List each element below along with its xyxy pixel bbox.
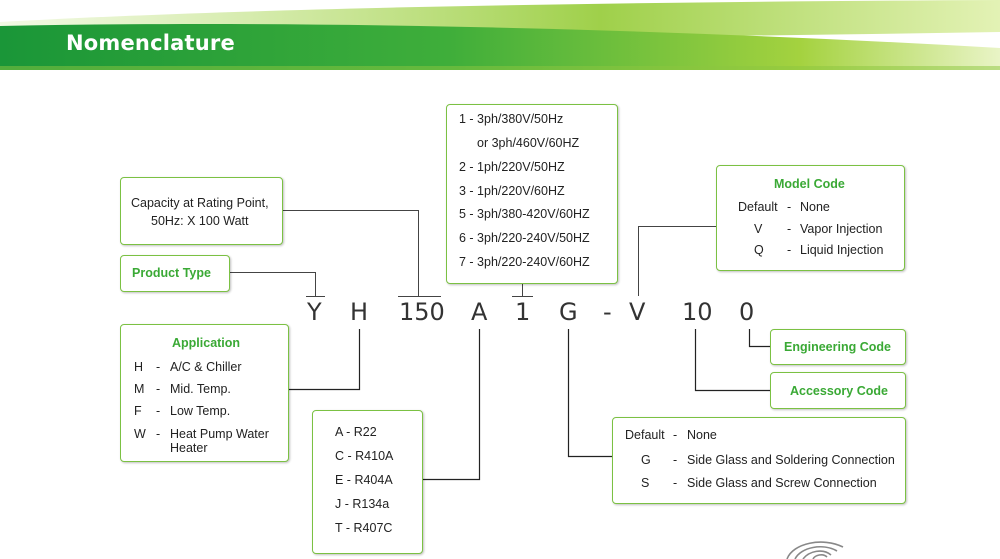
product-type-box: Product Type xyxy=(120,255,230,292)
application-item-code: H xyxy=(134,360,144,374)
voltage-item: 2 - 1ph/220V/50HZ xyxy=(459,160,565,174)
application-item-sep: - xyxy=(156,427,161,441)
refrigerant-item: J - R134a xyxy=(335,497,390,511)
code-char-h: H xyxy=(350,298,369,326)
engineering-code-box: Engineering Code xyxy=(770,329,906,365)
model-code-item-code: Q xyxy=(754,243,764,257)
model-code-item-code: V xyxy=(754,222,763,236)
refrigerant-item: A - R22 xyxy=(335,425,377,439)
application-item-code: M xyxy=(134,382,145,396)
application-item-code: W xyxy=(134,427,146,441)
connection-item-desc: Side Glass and Screw Connection xyxy=(687,476,877,490)
model-code-item-code: Default xyxy=(738,200,778,214)
application-item-sep: - xyxy=(156,382,161,396)
refrigerant-item: C - R410A xyxy=(335,449,394,463)
model-code-item-desc: Vapor Injection xyxy=(800,222,883,236)
application-item-desc: Low Temp. xyxy=(170,404,231,418)
application-title: Application xyxy=(172,336,241,350)
application-item-desc-cont: Heater xyxy=(170,441,208,455)
model-code-item-desc: Liquid Injection xyxy=(800,243,884,257)
code-char-0: 0 xyxy=(739,298,755,326)
voltage-item: 1 - 3ph/380V/50Hz xyxy=(459,112,564,126)
accessory-code-box: Accessory Code xyxy=(770,372,906,409)
code-char-dash: - xyxy=(603,298,612,326)
code-char-v: V xyxy=(629,298,646,326)
code-char-a: A xyxy=(471,298,488,326)
model-code-item-sep: - xyxy=(787,200,792,214)
application-item-sep: - xyxy=(156,404,161,418)
code-char-10: 10 xyxy=(682,298,713,326)
connection-box: Default - None G - Side Glass and Solder… xyxy=(612,417,906,504)
model-code-box: Model Code Default - None V - Vapor Inje… xyxy=(716,165,905,271)
brand-logo-icon xyxy=(786,541,844,559)
voltage-item: 5 - 3ph/380-420V/60HZ xyxy=(459,207,590,221)
application-item-desc: Heat Pump Water xyxy=(170,427,269,441)
application-item-sep: - xyxy=(156,360,161,374)
engineering-code-label: Engineering Code xyxy=(784,340,891,354)
model-code-title: Model Code xyxy=(774,177,845,191)
application-box: Application H - A/C & Chiller M - Mid. T… xyxy=(120,324,289,462)
connection-item-desc: Side Glass and Soldering Connection xyxy=(687,453,895,467)
capacity-line-1: Capacity at Rating Point, xyxy=(131,196,269,210)
voltage-item: 3 - 1ph/220V/60HZ xyxy=(459,184,565,198)
application-item-desc: Mid. Temp. xyxy=(170,382,231,396)
model-code-item-desc: None xyxy=(800,200,830,214)
model-code-item-sep: - xyxy=(787,222,792,236)
capacity-line-2: 50Hz: X 100 Watt xyxy=(151,214,249,228)
voltage-box: 1 - 3ph/380V/50Hz or 3ph/460V/60HZ 2 - 1… xyxy=(446,104,618,284)
voltage-item: 7 - 3ph/220-240V/60HZ xyxy=(459,255,590,269)
connection-item-desc: None xyxy=(687,428,717,442)
code-char-g: G xyxy=(559,298,578,326)
code-char-150: 150 xyxy=(399,298,445,326)
banner-swoosh xyxy=(0,0,1000,70)
header-banner: Nomenclature xyxy=(0,0,1000,72)
connection-item-code: S xyxy=(641,476,650,490)
voltage-item: or 3ph/460V/60HZ xyxy=(477,136,580,150)
application-item-code: F xyxy=(134,404,142,418)
refrigerant-box: A - R22 C - R410A E - R404A J - R134a T … xyxy=(312,410,423,554)
model-code-item-sep: - xyxy=(787,243,792,257)
connection-item-sep: - xyxy=(673,428,678,442)
connection-item-code: G xyxy=(641,453,651,467)
code-char-y: Y xyxy=(307,298,322,326)
voltage-item: 6 - 3ph/220-240V/50HZ xyxy=(459,231,590,245)
connection-item-sep: - xyxy=(673,476,678,490)
refrigerant-item: T - R407C xyxy=(335,521,393,535)
product-type-label: Product Type xyxy=(132,266,211,280)
code-char-1: 1 xyxy=(515,298,531,326)
page-title: Nomenclature xyxy=(66,31,235,55)
connection-item-code: Default xyxy=(625,428,665,442)
capacity-box: Capacity at Rating Point, 50Hz: X 100 Wa… xyxy=(120,177,283,245)
connection-item-sep: - xyxy=(673,453,678,467)
application-item-desc: A/C & Chiller xyxy=(170,360,242,374)
accessory-code-label: Accessory Code xyxy=(790,384,888,398)
refrigerant-item: E - R404A xyxy=(335,473,393,487)
